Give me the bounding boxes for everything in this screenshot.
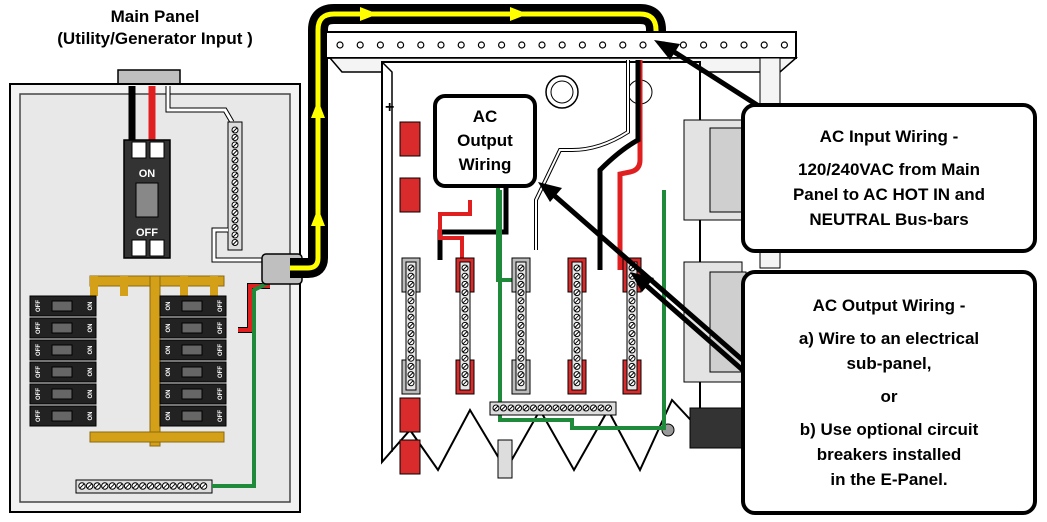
ac-output-label-line: Wiring	[458, 155, 512, 174]
branch-breaker-off-label: OFF	[36, 366, 42, 378]
epanel-neutral-screws	[492, 404, 612, 412]
callout-line: sub-panel,	[846, 354, 932, 373]
rail-hole	[538, 41, 546, 49]
main-panel-title-line1: Main Panel	[110, 7, 200, 26]
flow-arrow-icon	[360, 7, 378, 21]
branch-breakers: OFF ON OFF ON OFF ON OFF ON OFF ON OFF ON OFF ON OFF ON…	[29, 295, 227, 427]
neutral-bar-screws	[231, 126, 239, 246]
callout-line: Panel to AC HOT IN and	[792, 185, 986, 204]
branch-breaker-on-label: ON	[166, 346, 172, 355]
rail-hole	[437, 41, 445, 49]
rail-hole	[639, 41, 647, 49]
ground-bar-screws	[78, 482, 208, 490]
main-breaker-on-label: ON	[139, 168, 156, 180]
callout-line: a) Wire to an electrical	[798, 329, 980, 348]
callout-line: 120/240VAC from Main	[797, 160, 981, 179]
plus-icon: +	[385, 99, 394, 116]
rail-hole	[598, 41, 607, 49]
branch-breaker-off-label: OFF	[36, 300, 42, 312]
branch-breaker-on-label: ON	[166, 324, 172, 333]
callout-line: breakers installed	[816, 445, 962, 464]
ac-input-wiring-callout: AC Input Wiring - 120/240VAC from Main P…	[741, 103, 1037, 253]
branch-breaker-on-label: ON	[166, 368, 172, 377]
branch-breaker-off-label: OFF	[218, 410, 224, 422]
rail-hole	[477, 41, 485, 49]
callout-title: AC Input Wiring -	[819, 127, 959, 146]
rail-hole	[376, 41, 384, 49]
ac-output-wiring-label-box: AC Output Wiring	[433, 94, 537, 188]
rail-hole	[760, 41, 768, 49]
rail-hole	[356, 41, 364, 49]
rail-holes	[336, 41, 789, 49]
rail-hole	[397, 41, 405, 49]
rail-hole	[679, 41, 688, 49]
rail-hole	[740, 41, 748, 49]
rail-hole	[498, 41, 506, 49]
pointer-arrow-icon	[630, 272, 654, 292]
branch-breaker-on-label: ON	[88, 412, 94, 421]
flow-arrow-icon	[311, 208, 325, 226]
pointer-arrow-icon	[654, 40, 680, 60]
branch-breaker-off-label: OFF	[218, 322, 224, 334]
callout-line: or	[880, 387, 898, 406]
branch-breaker-on-label: ON	[88, 346, 94, 355]
rail-hole	[578, 41, 587, 49]
branch-breaker-off-label: OFF	[218, 366, 224, 378]
e-panel: +	[325, 31, 798, 479]
rail-hole	[780, 41, 789, 49]
left-connectors	[399, 121, 421, 475]
branch-breaker-off-label: OFF	[218, 300, 224, 312]
flow-arrow-icon	[510, 7, 528, 21]
branch-breaker-off-label: OFF	[36, 344, 42, 356]
branch-breaker-off-label: OFF	[218, 388, 224, 400]
callout-line: in the E-Panel.	[830, 470, 948, 489]
terminal-connector	[399, 177, 421, 213]
main-panel-title-line2: (Utility/Generator Input )	[57, 29, 253, 48]
rail-hole	[518, 41, 526, 49]
terminal-connector	[399, 439, 421, 475]
branch-breaker-on-label: ON	[88, 324, 94, 333]
terminal-connector	[399, 121, 421, 157]
ac-output-wiring-callout: AC Output Wiring - a) Wire to an electri…	[741, 270, 1037, 515]
branch-breaker-on-label: ON	[88, 390, 94, 399]
ac-output-label-line: AC	[472, 107, 498, 126]
rail-hole	[619, 41, 627, 49]
rail-hole	[720, 41, 728, 49]
branch-breaker-on-label: ON	[88, 368, 94, 377]
terminal-connector	[399, 397, 421, 433]
callout-line: NEUTRAL Bus-bars	[809, 210, 969, 229]
main-panel-title: Main Panel (Utility/Generator Input )	[10, 6, 300, 50]
rail-hole	[417, 41, 425, 49]
branch-breaker-on-label: ON	[166, 412, 172, 421]
branch-breaker-on-label: ON	[88, 302, 94, 311]
ac-output-label-line: Output	[457, 131, 513, 150]
flow-arrow-icon	[311, 100, 325, 118]
rail-hole	[699, 41, 708, 49]
branch-breaker-off-label: OFF	[36, 410, 42, 422]
callout-title: AC Output Wiring -	[812, 296, 966, 315]
callout-line: b) Use optional circuit	[799, 420, 979, 439]
main-breaker-off-label: OFF	[136, 227, 158, 239]
rail-hole	[558, 41, 566, 49]
branch-breaker-off-label: OFF	[36, 388, 42, 400]
branch-breaker-off-label: OFF	[218, 344, 224, 356]
branch-breaker-off-label: OFF	[36, 322, 42, 334]
branch-breaker-on-label: ON	[166, 302, 172, 311]
rail-hole	[336, 41, 344, 49]
branch-breaker-on-label: ON	[166, 390, 172, 399]
rail-hole	[457, 41, 465, 49]
pointer-arrow-icon	[538, 182, 562, 202]
